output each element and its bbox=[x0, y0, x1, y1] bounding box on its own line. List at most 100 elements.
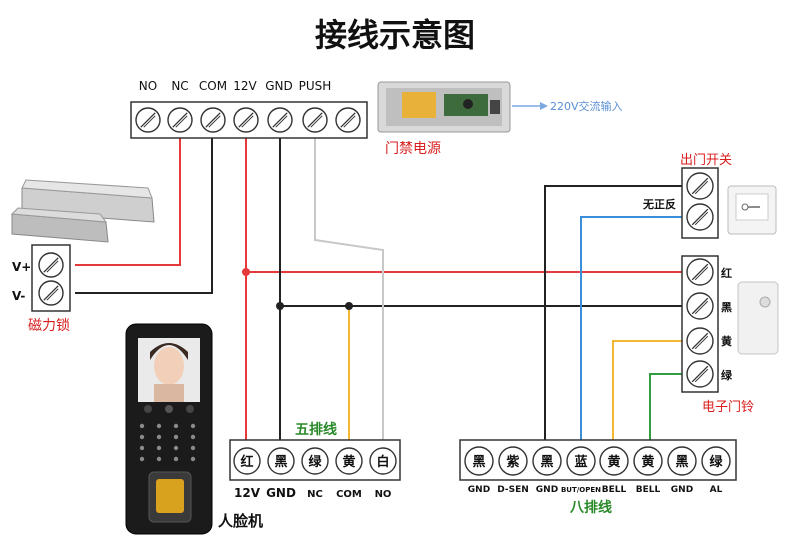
lock-screw-terminal bbox=[38, 252, 64, 278]
keypad-key bbox=[139, 423, 145, 429]
keypad-key bbox=[173, 445, 179, 451]
five-wire-pin bbox=[233, 447, 261, 475]
ps-terminal-push: PUSH bbox=[299, 79, 332, 93]
face-device-label: 人脸机 bbox=[218, 512, 263, 530]
eight-wire-pin bbox=[464, 446, 494, 476]
arrow-right-icon bbox=[540, 102, 548, 110]
keypad-key bbox=[139, 456, 145, 462]
bell-screw-terminal bbox=[686, 258, 714, 286]
eight-wire-signal-label: AL bbox=[710, 485, 723, 495]
keypad-key bbox=[139, 434, 145, 440]
exit-button-polarity: 无正反 bbox=[642, 197, 676, 211]
eight-wire-label: 八排线 bbox=[569, 499, 612, 516]
keypad-key bbox=[190, 445, 196, 451]
power-supply-terminal-labels: NO NC COM 12V GND PUSH bbox=[139, 79, 332, 93]
wire-bell-green bbox=[649, 373, 688, 440]
eight-wire-color-label: 黑 bbox=[675, 455, 688, 470]
power-supply-image bbox=[377, 81, 511, 133]
five-wire-pin bbox=[335, 447, 363, 475]
face-avatar bbox=[154, 347, 184, 385]
eight-wire-color-label: 绿 bbox=[709, 454, 723, 470]
transformer-icon bbox=[402, 92, 436, 118]
lock-terminal-vplus: V+ bbox=[12, 260, 31, 274]
bell-screw-terminal bbox=[686, 292, 714, 320]
keypad-key bbox=[156, 445, 162, 451]
five-wire-signal-label: 12V bbox=[234, 486, 261, 500]
ac-input-label: 220V交流输入 bbox=[550, 99, 623, 113]
keypad-key bbox=[190, 456, 196, 462]
eight-wire-signal-label: BELL bbox=[602, 485, 627, 495]
eight-wire-color-label: 黑 bbox=[472, 455, 485, 470]
wire-lock-vplus-red bbox=[75, 120, 181, 266]
lock-terminal-vminus: V- bbox=[12, 289, 25, 303]
five-wire-label: 五排线 bbox=[295, 421, 337, 438]
exit-button-terminal-block bbox=[681, 167, 719, 239]
wire-bell-yellow bbox=[612, 340, 688, 440]
exit-button-label: 出门开关 bbox=[680, 153, 732, 168]
five-wire-connector: 红黑绿黄白 bbox=[229, 439, 401, 481]
camera-icon bbox=[144, 405, 152, 413]
junction-red bbox=[242, 268, 250, 276]
five-wire-color-label: 红 bbox=[240, 454, 253, 470]
eight-wire-color-label: 紫 bbox=[506, 454, 519, 470]
bell-screw-terminal bbox=[686, 360, 714, 388]
junction-gnd bbox=[276, 302, 284, 310]
five-wire-pin bbox=[369, 447, 397, 475]
magnetic-lock-terminal-block bbox=[31, 244, 71, 312]
keypad-key bbox=[173, 423, 179, 429]
five-wire-color-label: 黑 bbox=[274, 455, 287, 470]
eight-wire-signal-label: GND bbox=[536, 485, 558, 495]
ps-screw-terminal bbox=[167, 107, 193, 133]
keypad-key bbox=[173, 434, 179, 440]
fingerprint-icon bbox=[156, 479, 184, 513]
exit-button-image bbox=[727, 185, 777, 235]
exit-screw-terminal bbox=[686, 172, 714, 200]
ps-terminal-nc: NC bbox=[171, 79, 188, 93]
eight-wire-color-label: 黄 bbox=[641, 454, 654, 470]
magnetic-lock-image bbox=[10, 179, 155, 243]
ps-screw-terminal bbox=[302, 107, 328, 133]
wire-lock-vminus-black bbox=[75, 120, 213, 294]
eight-wire-color-label: 黑 bbox=[540, 455, 553, 470]
doorbell-terminal-block bbox=[681, 255, 719, 393]
five-wire-pin bbox=[301, 447, 329, 475]
keypad-key bbox=[190, 434, 196, 440]
ps-screw-terminal bbox=[135, 107, 161, 133]
five-wire-pin bbox=[267, 447, 295, 475]
page-title: 接线示意图 bbox=[315, 16, 475, 54]
wire-exit-gnd-black bbox=[544, 185, 688, 440]
eight-wire-pin bbox=[633, 446, 663, 476]
five-wire-color-label: 绿 bbox=[308, 454, 322, 470]
keypad-key bbox=[156, 434, 162, 440]
eight-wire-pin bbox=[498, 446, 528, 476]
ps-screw-terminal bbox=[267, 107, 293, 133]
eight-wire-signal-label: D-SEN bbox=[497, 485, 529, 495]
wires bbox=[75, 120, 688, 440]
eight-wire-signal-label: GND bbox=[671, 485, 693, 495]
power-supply-label: 门禁电源 bbox=[385, 141, 441, 157]
five-wire-color-label: 白 bbox=[376, 454, 389, 470]
wire-push-gray bbox=[314, 120, 384, 440]
ps-screw-terminal bbox=[335, 107, 361, 133]
five-wire-signal-label: NC bbox=[307, 489, 323, 500]
bell-terminal-yellow: 黄 bbox=[721, 334, 732, 348]
ps-screw-terminal bbox=[200, 107, 226, 133]
power-supply-terminal-block: NO NC COM 12V GND PUSH bbox=[130, 79, 368, 139]
face-device-image bbox=[125, 323, 213, 535]
eight-wire-pin bbox=[532, 446, 562, 476]
keypad-key bbox=[156, 423, 162, 429]
wire-exit-open-blue bbox=[580, 216, 688, 440]
bell-terminal-black: 黑 bbox=[721, 301, 732, 314]
five-wire-signal-label: NO bbox=[375, 489, 392, 500]
bell-icon bbox=[759, 296, 771, 308]
magnetic-lock-label: 磁力锁 bbox=[28, 318, 70, 334]
five-wire-signal-label: COM bbox=[336, 489, 362, 500]
eight-wire-pin bbox=[566, 446, 596, 476]
doorbell-image bbox=[737, 281, 779, 355]
exit-screw-terminal bbox=[686, 203, 714, 231]
eight-wire-pin bbox=[667, 446, 697, 476]
junction-com bbox=[345, 302, 353, 310]
eight-wire-color-label: 蓝 bbox=[574, 454, 587, 470]
eight-wire-pin bbox=[599, 446, 629, 476]
